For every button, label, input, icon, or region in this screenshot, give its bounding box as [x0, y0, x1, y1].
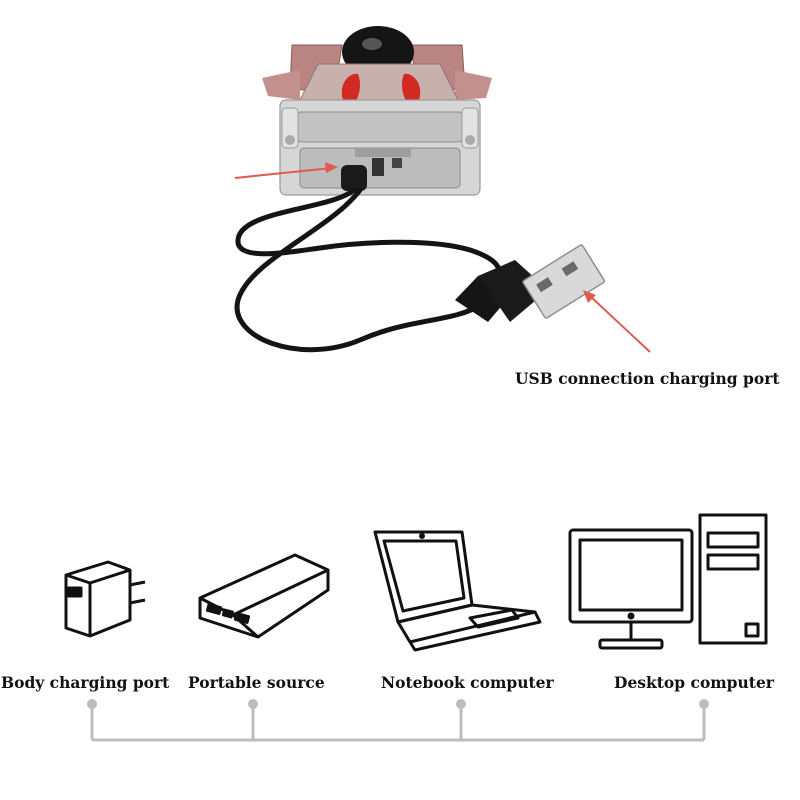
power-bank-icon [198, 553, 330, 639]
source-label-portable: Portable source [188, 673, 325, 692]
source-label-body: Body charging port [1, 673, 170, 692]
source-label-notebook: Notebook computer [381, 673, 554, 692]
connector-dot-3 [456, 699, 466, 709]
connector-line [87, 699, 709, 742]
car-port-arrow [234, 167, 333, 179]
pointer-arrows [234, 162, 651, 353]
usb-cable [234, 165, 503, 353]
wall-adapter-icon [64, 560, 146, 638]
usb-port-label: USB connection charging port [515, 369, 780, 388]
desktop-computer-icon [568, 513, 768, 650]
connector-dot-4 [699, 699, 709, 709]
usb-port-arrow [589, 295, 651, 353]
source-label-desktop: Desktop computer [614, 673, 774, 692]
usb-plug [455, 244, 606, 322]
toy-car [262, 26, 492, 196]
connector-dot-2 [248, 699, 258, 709]
laptop-icon [373, 530, 542, 652]
connector-dot-1 [87, 699, 97, 709]
